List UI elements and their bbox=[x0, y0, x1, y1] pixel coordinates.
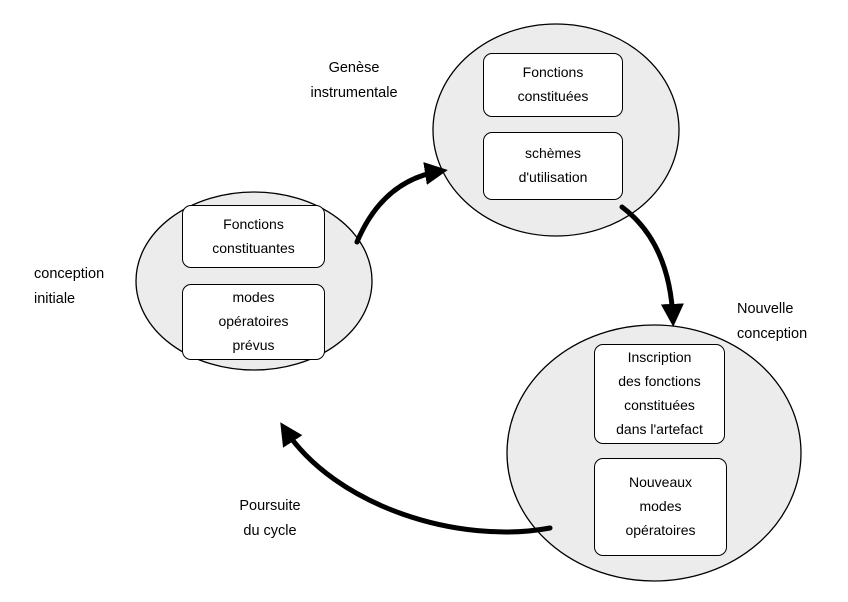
box-fonctions-constituees-label: Fonctions constituées bbox=[517, 64, 589, 104]
box-inscription-fonctions: Inscription des fonctions constituées da… bbox=[594, 344, 725, 444]
label-nouvelle-conception: Nouvelle conception bbox=[737, 301, 808, 343]
label-poursuite-du-cycle: Poursuite du cycle bbox=[239, 498, 301, 540]
ellipse-new-conception bbox=[506, 324, 802, 582]
box-fonctions-constituantes-label: Fonctions constituantes bbox=[212, 215, 295, 256]
arrow-to-new-conception bbox=[619, 204, 684, 327]
box-schemes-utilisation: schèmes d'utilisation bbox=[483, 132, 623, 200]
box-nouveaux-modes: Nouveaux modes opératoires bbox=[594, 458, 727, 556]
box-modes-operatoires-prevus-label: modes opératoires prévus bbox=[218, 289, 289, 353]
arrow-cycle-continuation bbox=[280, 422, 553, 535]
box-schemes-utilisation-label: schèmes d'utilisation bbox=[518, 145, 588, 185]
label-conception-initiale: conception initiale bbox=[34, 266, 105, 308]
box-modes-operatoires-prevus: modes opératoires prévus bbox=[182, 284, 325, 360]
box-fonctions-constituees: Fonctions constituées bbox=[483, 53, 623, 117]
label-genese-instrumentale: Genèse instrumentale bbox=[310, 60, 398, 102]
box-fonctions-constituantes: Fonctions constituantes bbox=[182, 205, 325, 268]
box-nouveaux-modes-label: Nouveaux modes opératoires bbox=[625, 474, 696, 538]
box-inscription-fonctions-label: Inscription des fonctions constituées da… bbox=[616, 349, 703, 437]
arrow-to-instrumental-genesis bbox=[354, 162, 448, 245]
